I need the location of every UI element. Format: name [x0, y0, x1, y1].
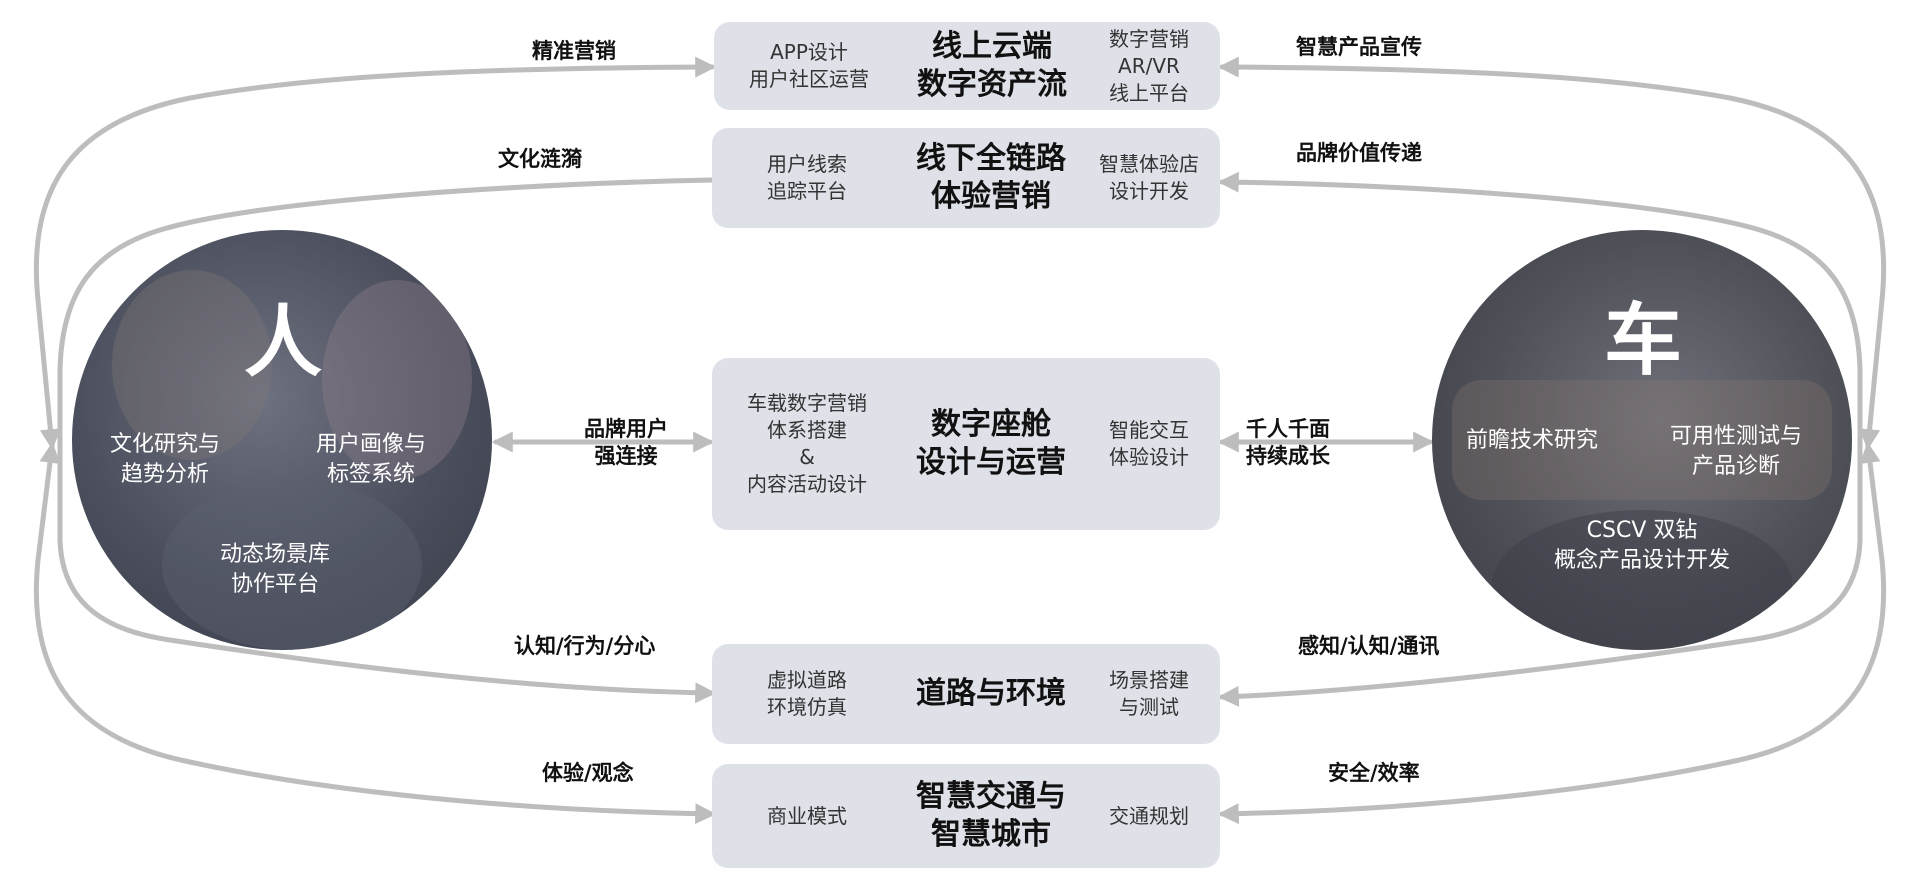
photo-shape [162, 480, 422, 650]
label-experience: 体验/观念 [542, 761, 634, 785]
box-left-text: 商业模式 [767, 803, 847, 828]
photo-shape [112, 270, 272, 460]
arrow-inner-bottom-left [57, 437, 717, 704]
box-smart-city: 商业模式 智慧交通与 智慧城市 交通规划 [712, 764, 1220, 868]
label-thousand-faces: 千人千面 持续成长 [1246, 417, 1330, 468]
box-title: 道路与环境 [916, 676, 1066, 711]
box-left-text: 用户线索 追踪平台 [767, 152, 847, 203]
box-online-cloud: APP设计 用户社区运营 线上云端 数字资产流 数字营销 AR/VR 线上平台 [714, 22, 1220, 110]
box-left-text: 车载数字营销 体系搭建 & 内容活动设计 [747, 391, 867, 496]
box-offline-marketing: 用户线索 追踪平台 线下全链路 体验营销 智慧体验店 设计开发 [712, 128, 1220, 228]
box-digital-cockpit: 车载数字营销 体系搭建 & 内容活动设计 数字座舱 设计与运营 智能交互 体验设… [712, 358, 1220, 530]
car-item-cscv: CSCV 双钻 概念产品设计开发 [1554, 518, 1731, 573]
box-right-text: 交通规划 [1109, 803, 1189, 828]
label-cognition: 认知/行为/分心 [514, 634, 656, 658]
box-left-text: 虚拟道路 环境仿真 [767, 668, 847, 719]
car-item-usability: 可用性测试与 产品诊断 [1670, 424, 1803, 479]
person-item-profile: 用户画像与 标签系统 [316, 432, 427, 487]
car-circle: 车 前瞻技术研究 可用性测试与 产品诊断 CSCV 双钻 概念产品设计开发 [1432, 230, 1852, 650]
arrow-outer-bottom-right [1217, 441, 1887, 825]
photo-shape [322, 280, 472, 480]
person-title: 人 [244, 298, 323, 388]
label-culture-ripple: 文化涟漪 [498, 147, 582, 171]
box-right-text: 数字营销 AR/VR 线上平台 [1109, 26, 1189, 105]
label-brand-value: 品牌价值传递 [1296, 141, 1422, 165]
arrow-inner-bottom-right [1217, 437, 1863, 707]
box-road-environment: 虚拟道路 环境仿真 道路与环境 场景搭建 与测试 [712, 644, 1220, 744]
photo-shape [1452, 380, 1832, 500]
car-title: 车 [1604, 296, 1683, 386]
person-circle: 人 文化研究与 趋势分析 用户画像与 标签系统 动态场景库 协作平台 [72, 230, 492, 650]
person-item-scene: 动态场景库 协作平台 [220, 542, 331, 597]
arrow-inner-top-right [1217, 171, 1863, 443]
label-smart-promo: 智慧产品宣传 [1296, 35, 1422, 59]
arrow-inner-top-left [57, 177, 715, 443]
box-right-text: 智慧体验店 设计开发 [1099, 152, 1199, 203]
photo-shape [1492, 510, 1792, 650]
label-safety: 安全/效率 [1328, 761, 1420, 785]
box-right-text: 智能交互 体验设计 [1109, 418, 1189, 469]
label-brand-user: 品牌用户 强连接 [584, 417, 668, 468]
box-left-text: APP设计 用户社区运营 [749, 40, 869, 91]
box-title: 线下全链路 体验营销 [916, 141, 1066, 214]
label-perception: 感知/认知/通讯 [1298, 634, 1440, 658]
car-item-research: 前瞻技术研究 [1466, 428, 1599, 453]
box-title: 数字座舱 设计与运营 [916, 407, 1066, 480]
box-title: 智慧交通与 智慧城市 [916, 779, 1066, 852]
arrow-outer-top-left [33, 56, 717, 451]
arrow-outer-top-right [1217, 56, 1887, 451]
box-right-text: 场景搭建 与测试 [1109, 668, 1189, 719]
arrow-outer-bottom-left [33, 441, 717, 825]
label-precise-marketing: 精准营销 [532, 39, 616, 63]
box-title: 线上云端 数字资产流 [917, 29, 1067, 102]
person-item-culture: 文化研究与 趋势分析 [110, 432, 221, 487]
